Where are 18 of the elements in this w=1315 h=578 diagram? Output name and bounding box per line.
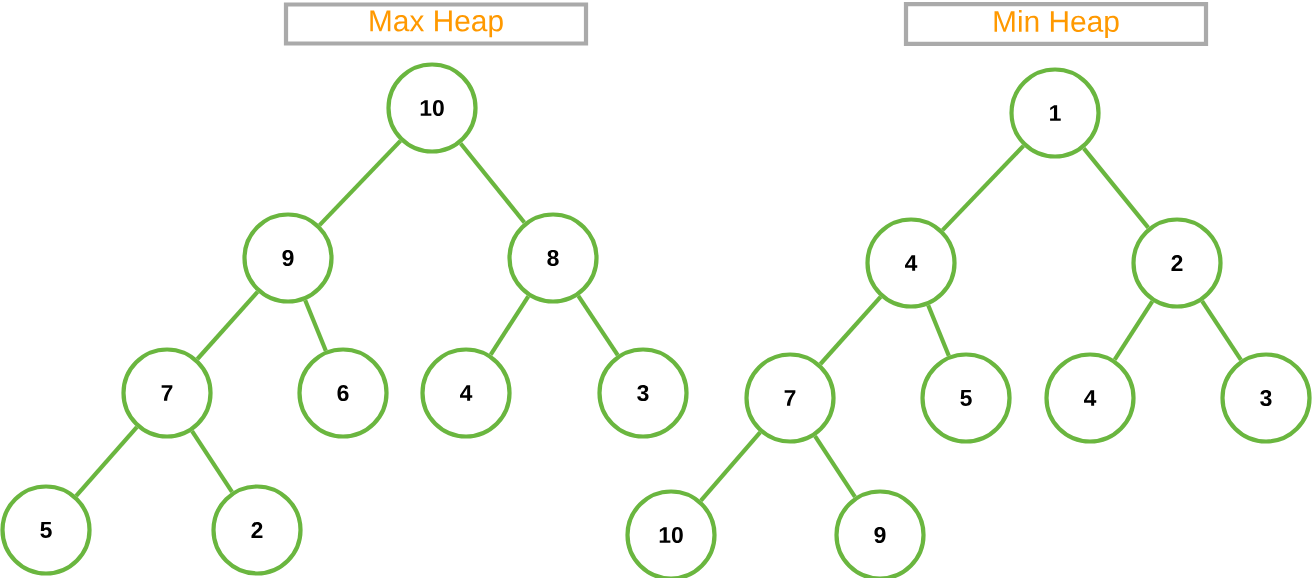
tree-edge bbox=[1082, 147, 1150, 229]
tree-edge bbox=[74, 425, 139, 498]
tree-edge bbox=[303, 299, 328, 352]
tree-edge bbox=[488, 295, 531, 356]
tree-edge bbox=[459, 142, 526, 224]
tree-edge bbox=[576, 294, 620, 357]
tree-edge bbox=[818, 295, 883, 366]
tree-edge bbox=[926, 304, 951, 357]
tree-edge bbox=[195, 290, 260, 361]
tree-edge bbox=[190, 429, 234, 494]
heading-box: Max Heap bbox=[283, 2, 589, 46]
tree-edge bbox=[813, 434, 857, 499]
tree-edge bbox=[1112, 300, 1155, 361]
tree-edge bbox=[699, 431, 762, 502]
tree-edge bbox=[1200, 299, 1243, 362]
heading-box: Min Heap bbox=[903, 2, 1209, 46]
tree-edge bbox=[318, 139, 402, 227]
tree-edge bbox=[941, 144, 1025, 232]
